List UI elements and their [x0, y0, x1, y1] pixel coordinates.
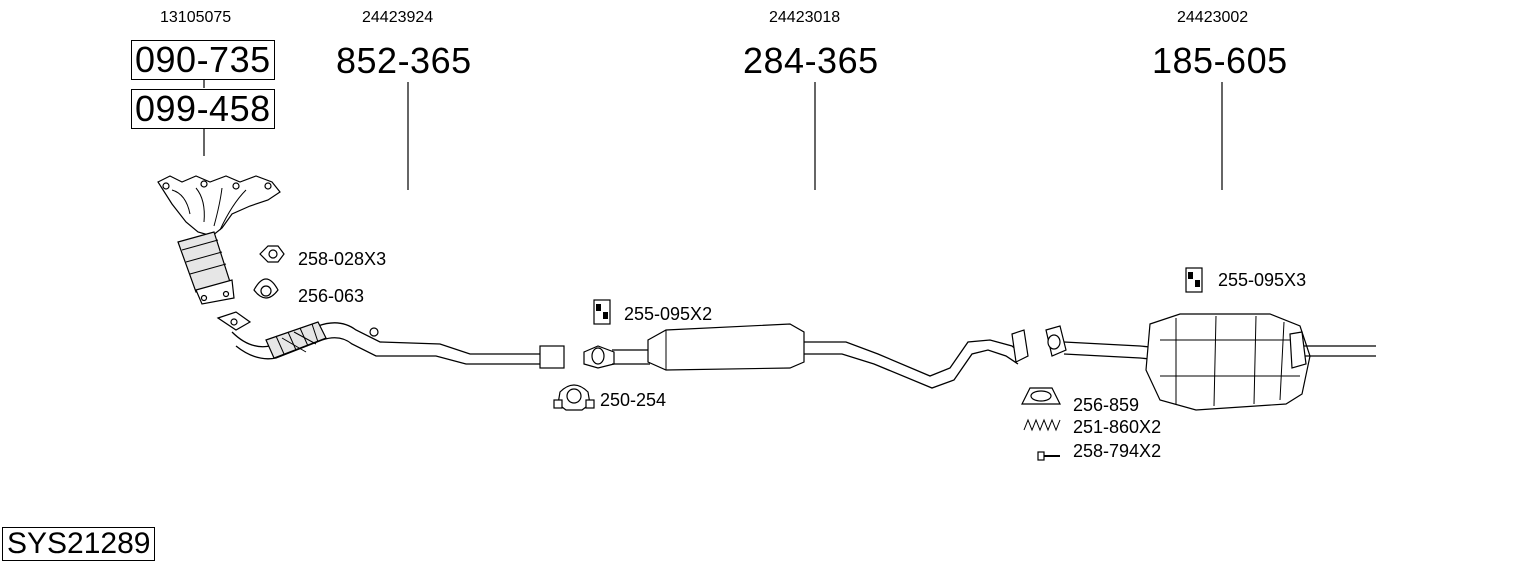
bolt-icon	[1037, 451, 1060, 461]
gasket-part-label[interactable]: 256-063	[298, 286, 365, 306]
rubber-mount-rear-label[interactable]: 255-095X3	[1218, 270, 1307, 290]
gasket-icon	[253, 278, 279, 299]
middle-silencer-oe-reference: 24423018	[769, 9, 841, 26]
exhaust-manifold-drawing	[157, 175, 281, 305]
rear-silencer-oe-reference: 24423002	[1177, 9, 1249, 26]
rubber-mount-icon-middle	[593, 299, 611, 325]
manifold-part-number-2[interactable]: 099-458	[131, 89, 275, 129]
ring-gasket-part-label[interactable]: 256-859	[1073, 395, 1140, 415]
rear-silencer-part-number[interactable]: 185-605	[1152, 40, 1288, 81]
clamp-icon	[553, 384, 595, 411]
spring-part-label[interactable]: 251-860X2	[1073, 417, 1162, 437]
bolt-part-label[interactable]: 258-794X2	[1073, 441, 1162, 461]
spring-icon	[1023, 418, 1061, 432]
system-id-badge: SYS21289	[2, 527, 156, 561]
rear-silencer-drawing	[1045, 313, 1376, 411]
middle-silencer-drawing	[583, 323, 1029, 389]
clamp-part-label[interactable]: 250-254	[600, 390, 667, 410]
manifold-part-number-1[interactable]: 090-735	[131, 40, 275, 80]
front-pipe-oe-reference: 24423924	[362, 9, 434, 26]
front-pipe-part-number[interactable]: 852-365	[336, 40, 472, 81]
manifold-oe-reference: 13105075	[160, 9, 232, 26]
middle-silencer-part-number[interactable]: 284-365	[743, 40, 879, 81]
ring-gasket-icon	[1021, 387, 1061, 405]
rubber-mount-icon-rear	[1185, 267, 1203, 293]
front-pipe-drawing	[216, 311, 565, 369]
rubber-mount-middle-label[interactable]: 255-095X2	[624, 304, 713, 324]
nut-part-label[interactable]: 258-028X3	[298, 249, 387, 269]
